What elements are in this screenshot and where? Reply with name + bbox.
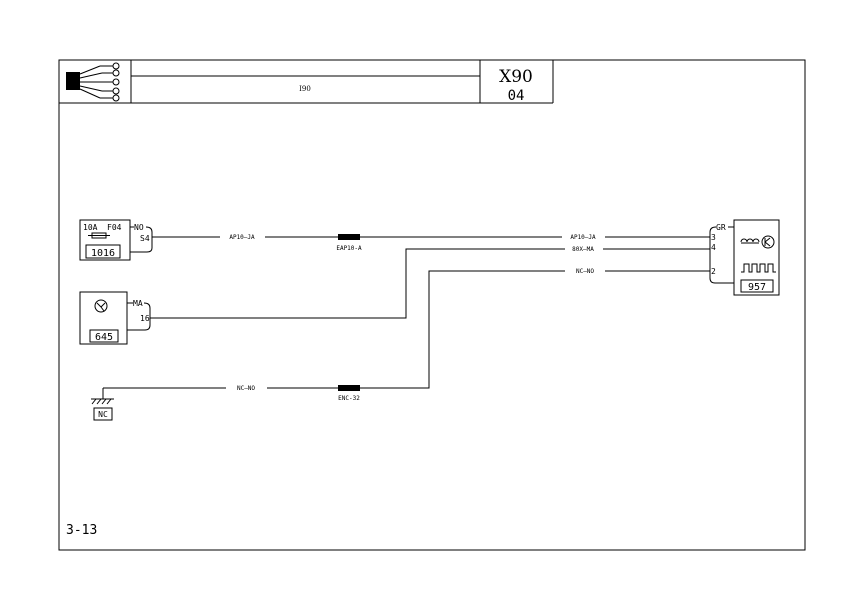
pulse-signal-icon [741,263,776,273]
page-number: 3-13 [66,523,97,538]
wire-label-ap10-left: AP10—JA [229,234,255,241]
sensor-id: 645 [95,332,113,343]
wire-ap10-ja: AP10—JA AP10—JA [152,234,710,241]
splice-label-eap10-a: EAP10-A [336,245,362,252]
splice-icon [338,385,360,391]
header-center-text: I90 [299,85,311,93]
wire-80x-ma: 80X—MA [150,246,710,319]
ground-id: NC [98,410,108,419]
sensor-icon [94,299,108,313]
fuse-icon [88,232,110,239]
module-pin-3: 3 [711,233,716,242]
transistor-icon [761,235,775,249]
module-pin-2: 2 [711,267,716,276]
fuse-pin: S4 [140,234,150,243]
title-block: I90 X90 04 [59,60,554,104]
sensor-pin: 16 [140,314,150,323]
module-pin-4: 4 [711,243,716,252]
connector-logo-icon [66,62,120,102]
splice-label-enc-32: ENC-32 [338,395,360,402]
wire-label-80x-ma: 80X—MA [572,246,594,253]
wire-nc-no-lower: NC—NO [103,385,338,392]
splice-enc-32: ENC-32 [338,385,360,402]
fuse-code: F04 [107,223,122,232]
fuse-component: 10A F04 1016 NO S4 [79,219,153,261]
wire-label-nc-no-lower: NC—NO [237,385,255,392]
sensor-component: 645 MA 16 [79,291,151,345]
module-component: 957 GR 3 4 2 [709,219,780,296]
wire-nc-no-upper: NC—NO [360,268,710,389]
wire-label-ap10-right: AP10—JA [570,234,596,241]
wire-label-nc-no-upper: NC—NO [576,268,594,275]
fuse-wire-tag: NO [134,223,144,232]
ground-icon [91,398,114,405]
splice-eap10-a: EAP10-A [336,234,362,252]
relay-icon [740,238,760,244]
header-title: X90 [499,67,533,87]
header-subtitle: 04 [508,88,525,104]
fuse-rating: 10A [83,223,98,232]
module-id: 957 [748,282,766,293]
diagram-frame [58,59,806,551]
ground-component: NC [91,388,114,421]
splice-icon [338,234,360,240]
sensor-wire-tag: MA [133,299,143,308]
module-wire-tag: GR [716,223,726,232]
fuse-id: 1016 [91,248,115,259]
